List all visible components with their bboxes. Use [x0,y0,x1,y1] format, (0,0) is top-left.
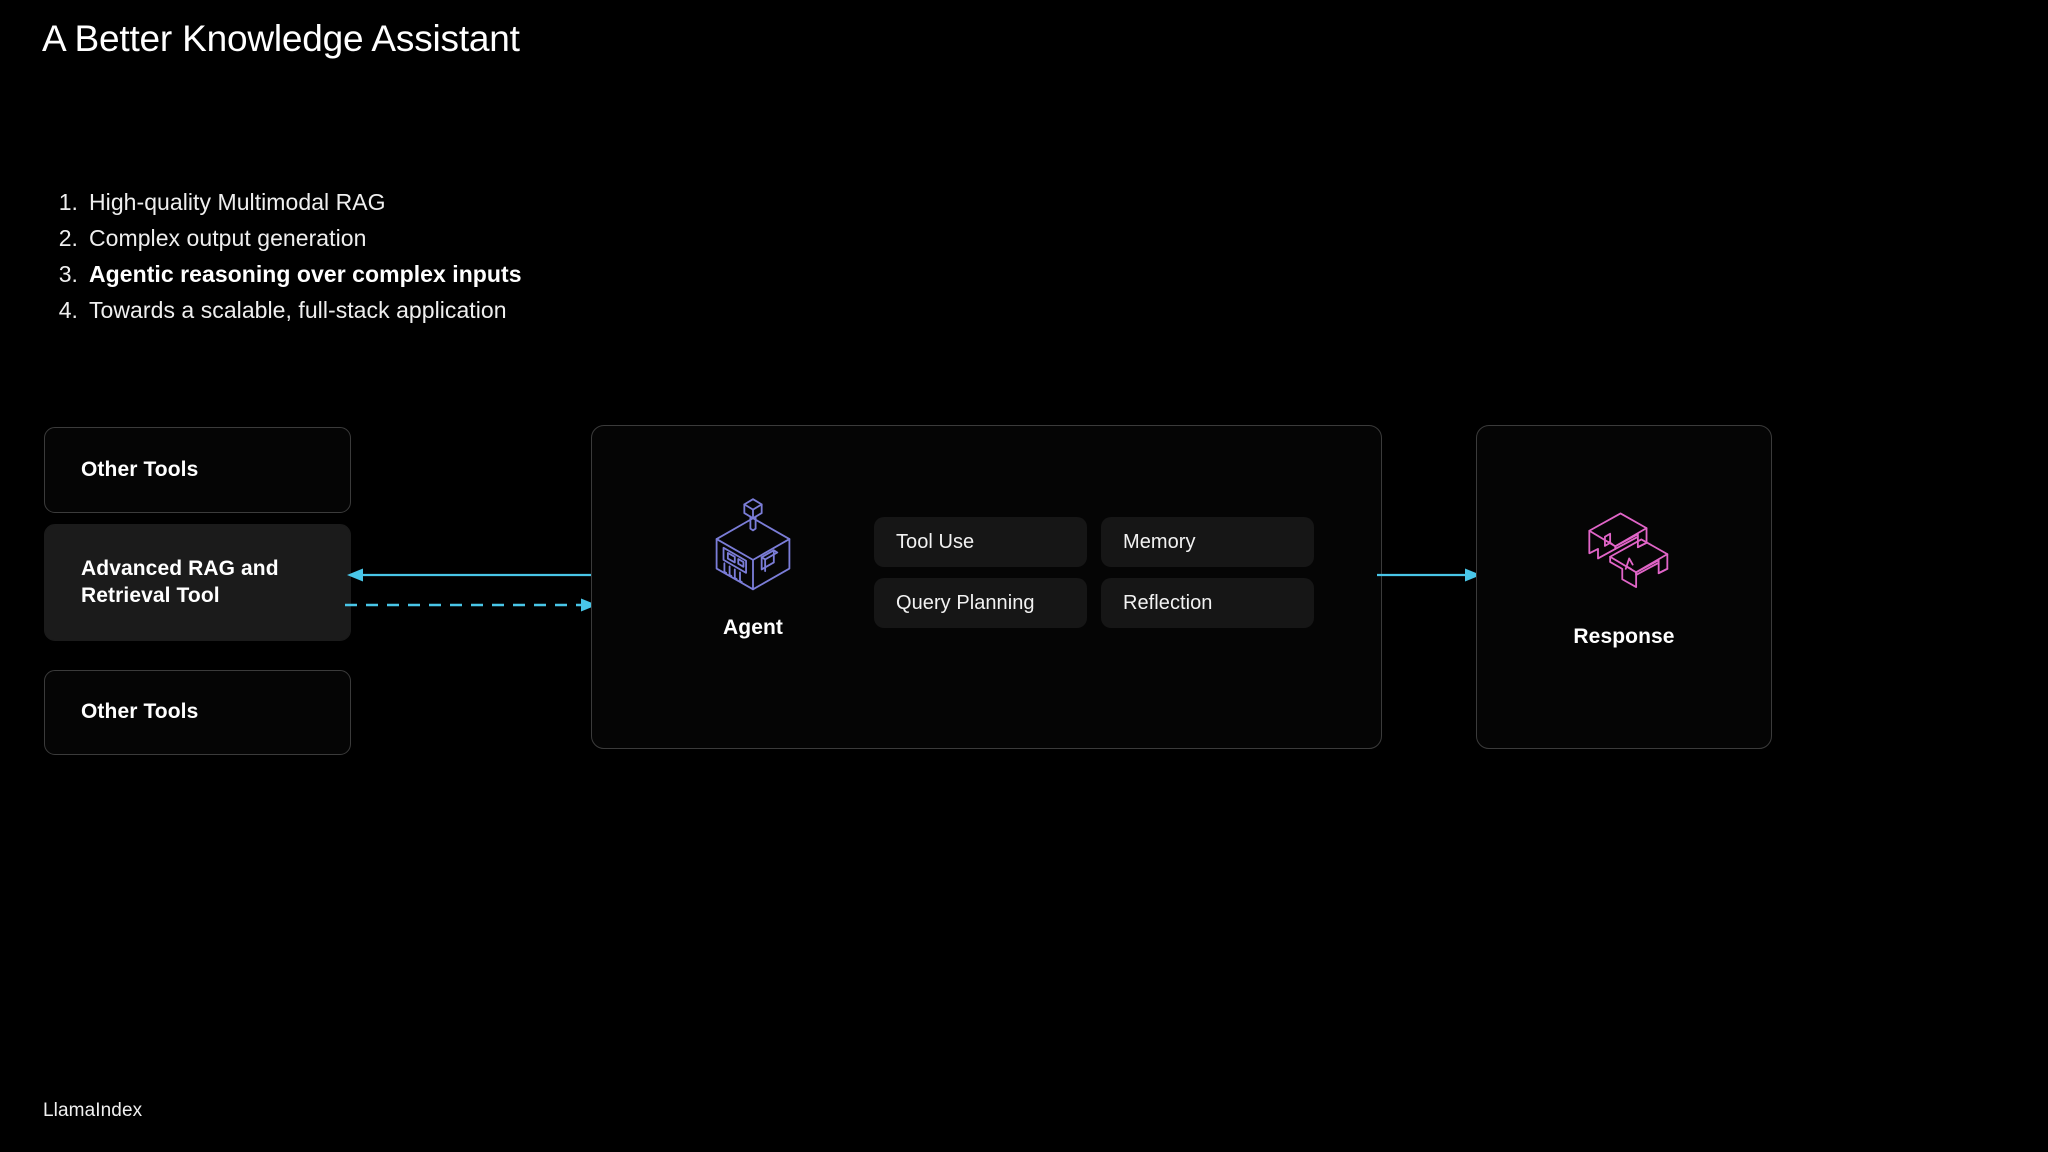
list-item: 1. High-quality Multimodal RAG [44,184,944,220]
agent-capability-grid: Tool Use Memory Query Planning Reflectio… [874,517,1314,628]
list-item-label: Towards a scalable, full-stack applicati… [89,297,507,323]
capability-chip-reflection[interactable]: Reflection [1101,578,1314,628]
capability-chip-label: Tool Use [896,530,975,553]
page-title: A Better Knowledge Assistant [42,18,520,59]
agent-cube-icon [715,498,791,591]
tool-card-other-tools-bottom[interactable]: Other Tools [44,670,351,755]
list-item-label: Complex output generation [89,225,367,251]
list-item-number: 4. [58,297,78,323]
list-item: 4. Towards a scalable, full-stack applic… [44,292,944,328]
response-label: Response [1573,625,1675,648]
list-item-number: 3. [58,261,78,287]
connector-tool-to-agent-arrow [347,568,599,582]
capability-chip-label: Memory [1123,530,1196,553]
tool-card-advanced-rag-retrieval[interactable]: Advanced RAG and Retrieval Tool [44,524,351,641]
agent-panel: Agent Tool Use Memory Query Planning Ref… [591,425,1382,749]
tool-card-other-tools-top[interactable]: Other Tools [44,427,351,513]
feature-list: 1. High-quality Multimodal RAG 2. Comple… [44,184,944,328]
list-item: 2. Complex output generation [44,220,944,256]
capability-chip-tool-use[interactable]: Tool Use [874,517,1087,567]
list-item-label: Agentic reasoning over complex inputs [89,261,522,287]
list-item-number: 2. [58,225,78,251]
capability-chip-memory[interactable]: Memory [1101,517,1314,567]
capability-chip-label: Reflection [1123,591,1213,614]
agent-label: Agent [723,616,783,639]
capability-chip-label: Query Planning [896,591,1035,614]
connector-agent-to-response-arrow [1377,568,1481,582]
tool-card-label: Other Tools [81,700,199,724]
qa-speech-bubbles-icon [1588,512,1669,588]
capability-chip-query-planning[interactable]: Query Planning [874,578,1087,628]
connector-agent-to-tool-arrow [345,598,597,612]
agent-identity-block: Agent [648,494,858,640]
footer-brand: LlamaIndex [43,1100,143,1121]
list-item-number: 1. [58,189,78,215]
list-item-label: High-quality Multimodal RAG [89,189,386,215]
tool-card-label: Other Tools [81,457,199,481]
tool-card-label: Advanced RAG and Retrieval Tool [81,556,279,607]
response-panel: Response [1476,425,1772,749]
list-item-highlighted: 3. Agentic reasoning over complex inputs [44,256,944,292]
